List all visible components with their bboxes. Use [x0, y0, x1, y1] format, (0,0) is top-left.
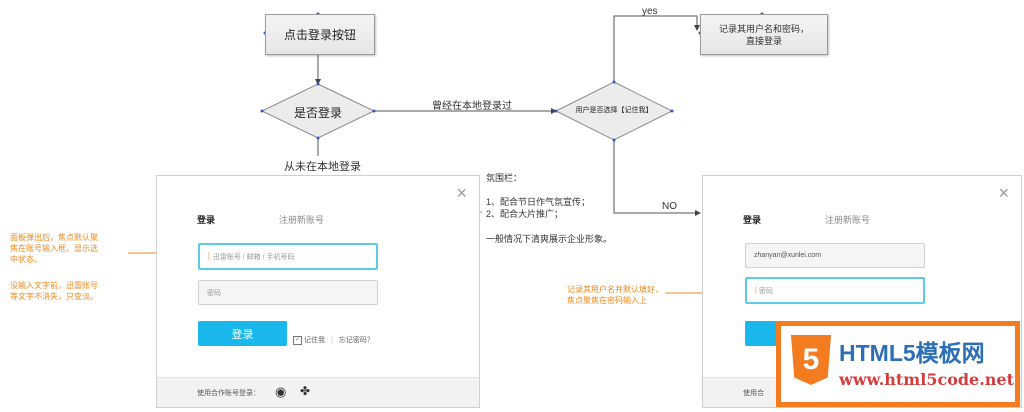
edge-label-no: NO: [662, 201, 677, 212]
tab-register[interactable]: 注册新账号: [825, 215, 871, 225]
divider: |: [331, 336, 333, 344]
weibo-icon[interactable]: ◉: [275, 384, 287, 399]
placeholder-note-line-2: 等文字不消失，只变淡。: [10, 292, 98, 301]
password-placeholder: 密码: [758, 287, 773, 295]
watermark-logo: 5 HTML5模板网 www.html5code.net: [776, 321, 1020, 407]
cursor-marker: |: [755, 287, 757, 294]
edge-label-yes: yes: [642, 6, 658, 17]
close-icon[interactable]: ×: [998, 183, 1009, 203]
tab-login[interactable]: 登录: [743, 215, 762, 225]
forgot-password-link[interactable]: 忘记密码？: [338, 337, 374, 344]
login-button[interactable]: 登录: [198, 321, 287, 346]
html5-shield-icon: 5: [791, 335, 831, 385]
focus-note-line-3: 中状态。: [10, 255, 42, 264]
partner-login-bar: 使用合作账号登录： ◉ ✤: [157, 377, 479, 407]
account-value: zhanyan@xunlei.com: [754, 252, 822, 259]
remember-me-checkbox[interactable]: ✓ 记住我 | 忘记密码？: [293, 335, 374, 345]
watermark-title: HTML5模板网: [839, 340, 985, 366]
flow-start-label: 点击登录按钮: [283, 28, 356, 42]
placeholder-annotation: 没输入文字前，迅雷账号 等文字不消失，只变淡。: [10, 280, 98, 302]
account-input[interactable]: zhanyan@xunlei.com: [745, 243, 925, 268]
edge-label-logged-before: 曾经在本地登录过: [432, 101, 512, 112]
remember-me-label: 记住我: [304, 337, 325, 344]
cursor-marker: |: [208, 253, 210, 260]
tab-login[interactable]: 登录: [197, 215, 216, 225]
watermark-url: www.html5code.net: [839, 370, 1014, 389]
remember-note-line-1: 记录其用户名并默认填好，: [567, 285, 663, 294]
banner-note-title: 氛围栏：: [486, 173, 523, 183]
login-panel-left: × 登录 注册新账号 | 迅雷账号 / 邮箱 / 手机号码 密码 登录 ✓ 记住…: [156, 175, 480, 408]
edge-label-never-logged: 从未在本地登录: [284, 161, 361, 173]
banner-note-item-1: 1、配合节日作气氛宣传；: [486, 197, 591, 207]
flow-result-line-1: 记录其用户名和密码，: [718, 23, 809, 34]
account-input[interactable]: | 迅雷账号 / 邮箱 / 手机号码: [198, 243, 378, 270]
password-input[interactable]: 密码: [198, 280, 378, 305]
renren-icon[interactable]: ✤: [300, 384, 311, 398]
banner-note-footer: 一般情况下清爽展示企业形象。: [486, 234, 613, 244]
flow-decision-remember-label: 用户是否选择【记住我】: [575, 107, 653, 114]
close-icon[interactable]: ×: [456, 183, 467, 203]
account-placeholder: 迅雷账号 / 邮箱 / 手机号码: [212, 253, 295, 261]
flow-start-node: 点击登录按钮: [265, 14, 375, 55]
focus-annotation: 面板弹出后，焦点默认聚 焦在账号输入框，显示选 中状态。: [10, 232, 98, 265]
banner-note-item-2: 2、配合大片推广；: [486, 209, 564, 219]
flow-result-line-2: 直接登录: [745, 35, 782, 46]
focus-note-line-1: 面板弹出后，焦点默认聚: [10, 233, 98, 242]
placeholder-note-line-1: 没输入文字前，迅雷账号: [10, 281, 98, 290]
password-input[interactable]: | 密码: [745, 277, 925, 304]
remember-note-line-2: 焦点聚焦在密码输入上: [567, 296, 647, 305]
flow-result-remember-node: 记录其用户名和密码， 直接登录: [700, 14, 828, 55]
remember-annotation: 记录其用户名并默认填好， 焦点聚焦在密码输入上: [567, 284, 663, 306]
focus-note-line-2: 焦在账号输入框，显示选: [10, 244, 98, 253]
checkbox-icon[interactable]: ✓: [293, 335, 302, 345]
flow-decision-login-label: 是否登录: [293, 106, 342, 120]
tab-register[interactable]: 注册新账号: [279, 215, 325, 225]
password-placeholder: 密码: [207, 289, 221, 297]
partner-login-label: 使用合作账号登录：: [197, 390, 260, 397]
partner-login-label: 使用合: [743, 390, 764, 397]
